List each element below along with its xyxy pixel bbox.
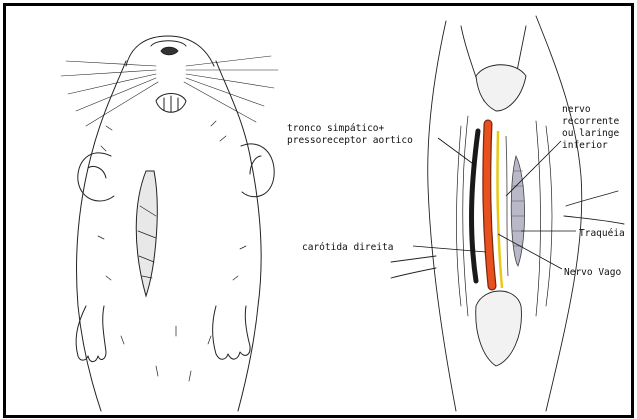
dissection-illustration xyxy=(391,16,624,411)
label-traqueia: Traquéia xyxy=(579,228,625,239)
label-tronco-line2: pressoreceptor aortico xyxy=(287,135,413,146)
label-nervo-recorrente-4: inferior xyxy=(562,140,608,151)
anatomy-illustration: tronco simpático+ pressoreceptor aortico… xyxy=(6,6,631,415)
rat-illustration xyxy=(61,36,278,411)
label-nervo-vago: Nervo Vago xyxy=(564,267,621,278)
label-nervo-recorrente-2: recorrente xyxy=(562,116,619,127)
trachea-shape xyxy=(511,156,524,266)
figure-frame: tronco simpático+ pressoreceptor aortico… xyxy=(3,3,634,418)
label-tronco-line1: tronco simpático+ xyxy=(287,123,385,134)
vagus-nerve xyxy=(497,131,502,288)
recurrent-nerve xyxy=(506,136,508,276)
sympathetic-trunk xyxy=(472,131,478,281)
label-nervo-recorrente-1: nervo xyxy=(562,104,591,115)
label-carotida: carótida direita xyxy=(302,242,394,253)
label-nervo-recorrente-3: ou laringe xyxy=(562,128,619,139)
